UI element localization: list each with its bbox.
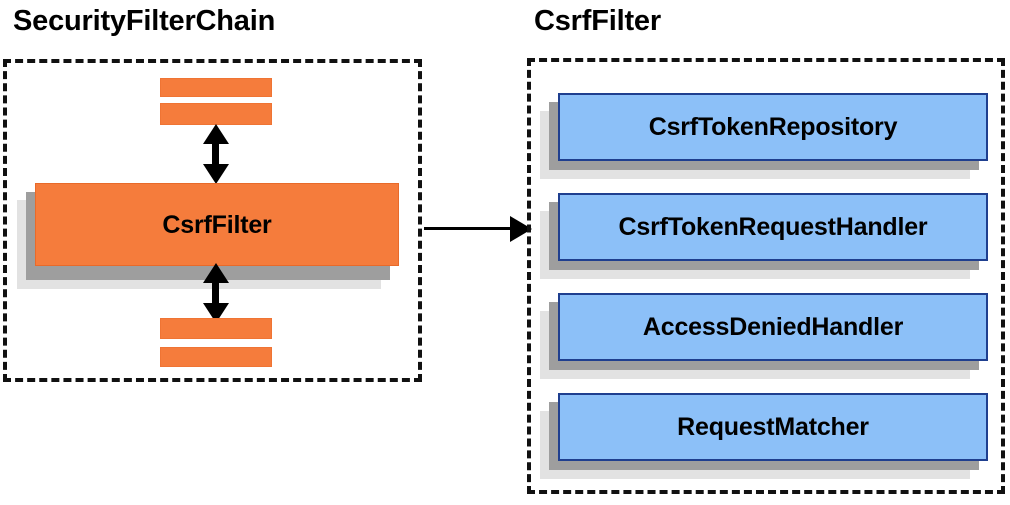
component-box-face: CsrfTokenRequestHandler (558, 193, 988, 261)
arrow-head-up-icon (203, 124, 229, 144)
component-box-label: CsrfTokenRepository (648, 113, 898, 141)
filter-stripe-bottom-2 (160, 347, 272, 367)
filter-stripe-bottom-1 (160, 318, 272, 339)
component-box-label: CsrfTokenRequestHandler (618, 213, 928, 241)
security-filter-chain-title: SecurityFilterChain (13, 5, 276, 37)
component-box-request-matcher[interactable]: RequestMatcher (540, 393, 988, 479)
arrow-shaft (424, 227, 514, 230)
connector-arrow-right (424, 215, 534, 243)
arrow-head-down-icon (203, 164, 229, 184)
filter-stripe-top-1 (160, 78, 272, 97)
arrow-head-right-icon (510, 216, 532, 242)
component-box-label: RequestMatcher (677, 413, 869, 441)
component-box-face: AccessDeniedHandler (558, 293, 988, 361)
component-box-face: CsrfTokenRepository (558, 93, 988, 161)
security-filter-chain-panel (3, 59, 422, 382)
csrffilter-detail-title: CsrfFilter (534, 5, 661, 37)
double-arrow-below-csrffilter (203, 263, 229, 323)
filter-stripe-top-2 (160, 103, 272, 125)
arrow-shaft (212, 275, 219, 311)
component-box-access-denied-handler[interactable]: AccessDeniedHandler (540, 293, 988, 379)
csrffilter-detail-panel (527, 58, 1005, 494)
arrow-shaft (212, 136, 219, 172)
component-box-csrf-token-request-handler[interactable]: CsrfTokenRequestHandler (540, 193, 988, 279)
csrffilter-box-label: CsrfFilter (162, 210, 272, 239)
csrffilter-box-face: CsrfFilter (35, 183, 399, 266)
double-arrow-above-csrffilter (203, 124, 229, 184)
arrow-head-up-icon (203, 263, 229, 283)
component-box-label: AccessDeniedHandler (642, 313, 904, 341)
component-box-face: RequestMatcher (558, 393, 988, 461)
csrffilter-box[interactable]: CsrfFilter (17, 183, 399, 289)
component-box-csrf-token-repository[interactable]: CsrfTokenRepository (540, 93, 988, 179)
